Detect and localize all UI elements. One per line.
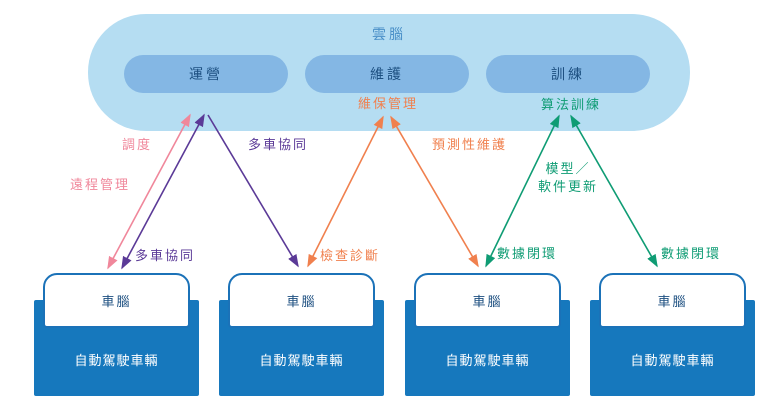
data-loop-left-label: 數據閉環 xyxy=(497,246,558,261)
cloud-pill-row: 運營 維護 訓練 xyxy=(124,55,650,93)
vehicle-1-label: 自動駕駛車輛 xyxy=(74,353,159,368)
vehicle-4: 自動駕駛車輛 車腦 xyxy=(590,273,755,396)
multi-vehicle-coordination-bottom-label: 多車協同 xyxy=(135,248,196,263)
vehicle-3: 自動駕駛車輛 車腦 xyxy=(405,273,570,396)
cloud-brain-container: 雲腦 運營 維護 訓練 維保管理 算法訓練 xyxy=(88,14,690,131)
pill-training: 訓練 xyxy=(486,55,650,93)
vehicle-4-brain: 車腦 xyxy=(599,273,746,328)
cloud-brain-title: 雲腦 xyxy=(372,28,406,43)
pill-maintenance-label: 維護 xyxy=(370,68,404,83)
vehicle-1-brain: 車腦 xyxy=(43,273,190,328)
inspection-diagnosis-label: 檢查診斷 xyxy=(320,248,381,263)
model-software-update-line1: 模型／ xyxy=(545,161,591,176)
vehicle-3-brain: 車腦 xyxy=(414,273,561,328)
vehicle-3-label: 自動駕駛車輛 xyxy=(445,353,530,368)
model-software-update-label: 模型／ 軟件更新 xyxy=(523,160,613,195)
arrow-inspection-diagnosis xyxy=(307,115,384,268)
remote-management-label: 遠程管理 xyxy=(70,177,131,192)
vehicle-4-label: 自動駕駛車輛 xyxy=(630,353,715,368)
dispatch-label: 調度 xyxy=(122,137,153,152)
algorithm-training-label: 算法訓練 xyxy=(541,97,602,112)
data-loop-right-label: 數據閉環 xyxy=(661,246,722,261)
multi-vehicle-coordination-top-label: 多車協同 xyxy=(248,137,309,152)
model-software-update-line2: 軟件更新 xyxy=(537,178,598,194)
pill-training-label: 訓練 xyxy=(551,68,585,83)
vehicle-2-brain: 車腦 xyxy=(228,273,375,328)
predictive-maintenance-label: 預測性維護 xyxy=(432,137,508,152)
maintenance-management-label: 維保管理 xyxy=(358,96,419,111)
pill-maintenance: 維護 xyxy=(305,55,469,93)
vehicle-1: 自動駕駛車輛 車腦 xyxy=(34,273,199,396)
pill-operations-label: 運營 xyxy=(189,68,223,83)
pill-operations: 運營 xyxy=(124,55,288,93)
vehicle-2-label: 自動駕駛車輛 xyxy=(259,353,344,368)
vehicle-2: 自動駕駛車輛 車腦 xyxy=(219,273,384,396)
